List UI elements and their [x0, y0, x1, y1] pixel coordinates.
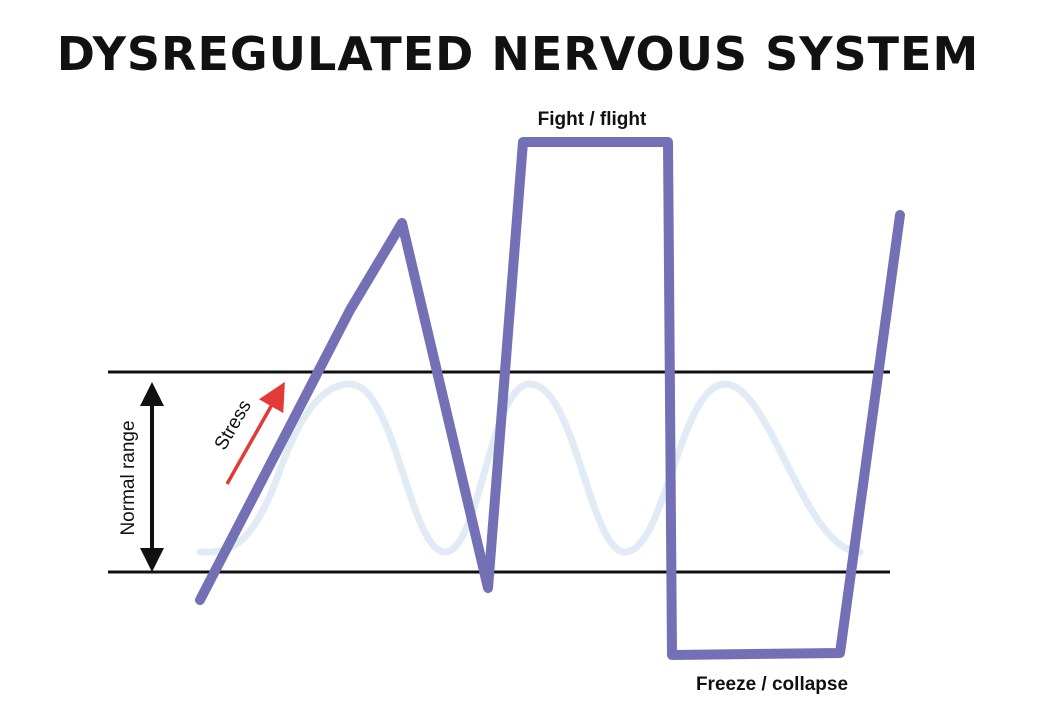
regulated-wave — [196, 380, 864, 556]
freeze-collapse-label: Freeze / collapse — [696, 674, 848, 695]
normal-range-label: Normal range — [118, 420, 139, 535]
diagram-title: DYSREGULATED NERVOUS SYSTEM — [57, 27, 979, 81]
dysregulated-trace — [195, 137, 905, 660]
fight-flight-label: Fight / flight — [538, 109, 647, 130]
stress-arrow — [225, 381, 285, 485]
